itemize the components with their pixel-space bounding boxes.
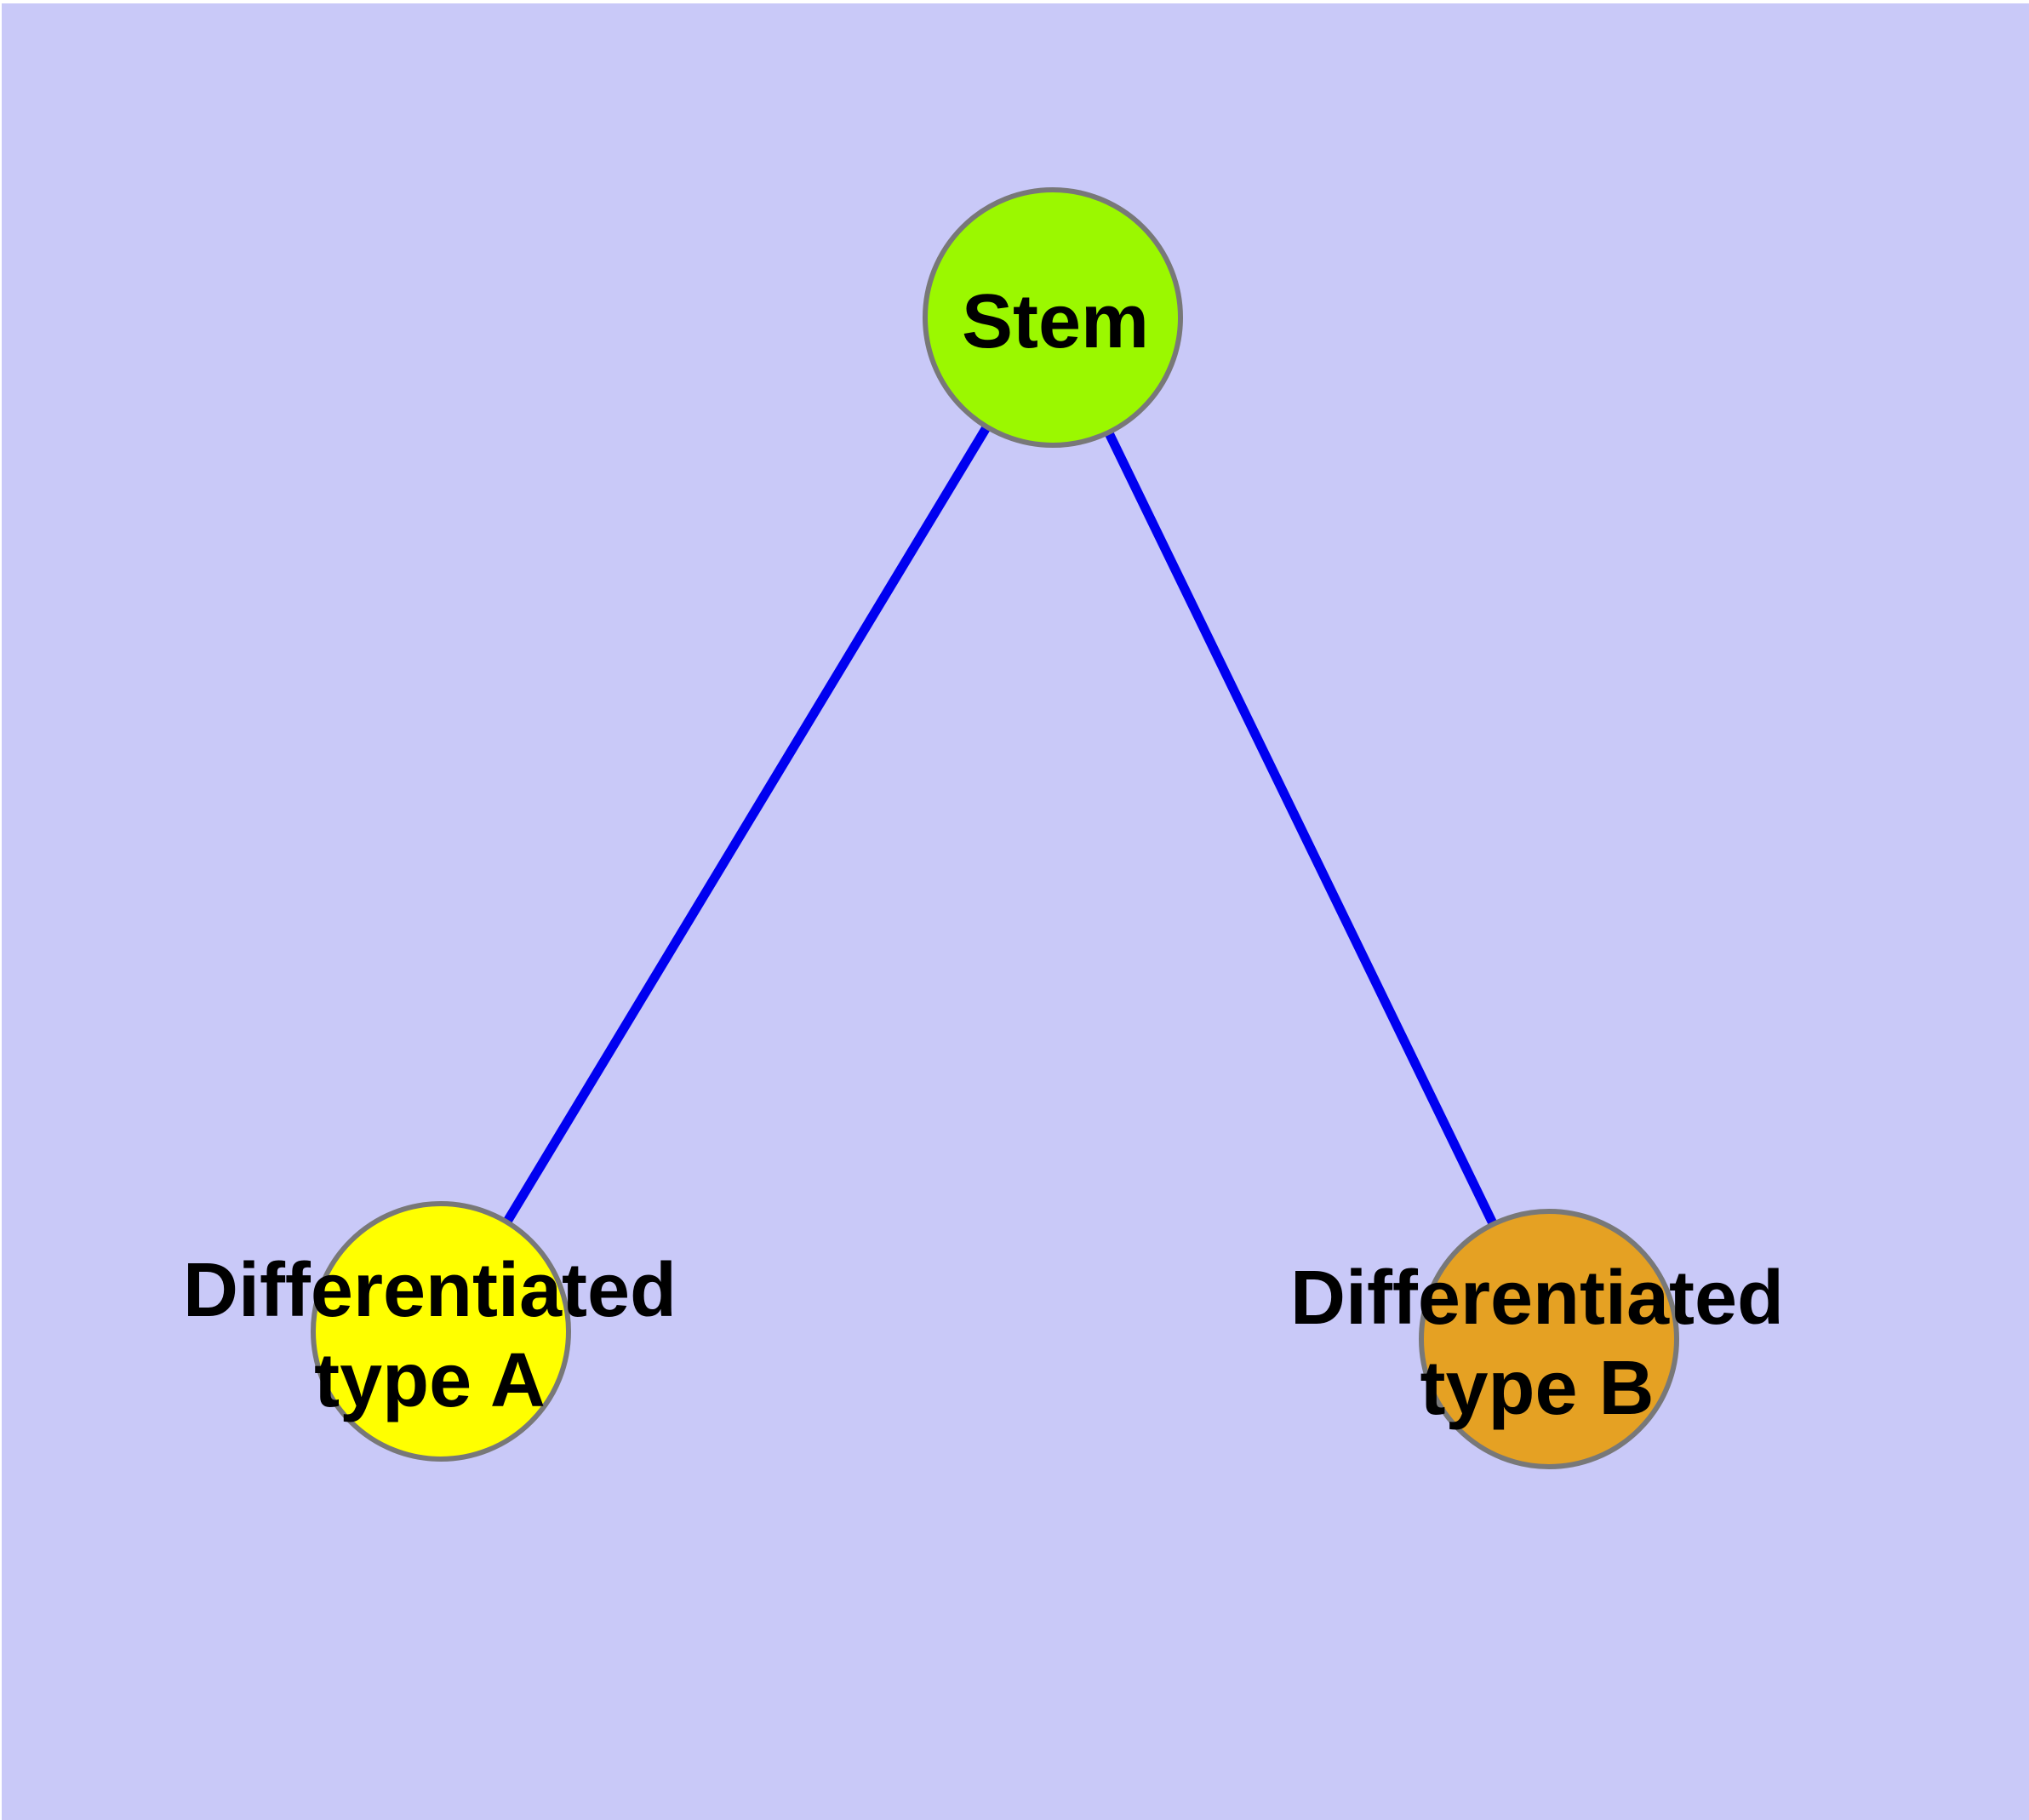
stem-node-circle (923, 187, 1183, 448)
type-b-node-label-line2: type B (1420, 1346, 1654, 1431)
node-differentiated-type-b: Differentiated type B (1290, 1209, 1784, 1469)
edge-stem-to-type-a (437, 315, 1057, 1334)
node-differentiated-type-a: Differentiated type A (183, 1201, 677, 1462)
type-a-node-label-line2: type A (314, 1338, 546, 1423)
node-stem: Stem (923, 187, 1183, 448)
edge-stem-to-type-b (1049, 315, 1553, 1342)
type-a-node-circle (311, 1201, 571, 1462)
stem-node-label: Stem (962, 279, 1149, 364)
type-a-node-label-line1: Differentiated (183, 1248, 677, 1333)
type-b-node-label-line1: Differentiated (1290, 1256, 1784, 1341)
type-b-node-circle (1419, 1209, 1679, 1469)
